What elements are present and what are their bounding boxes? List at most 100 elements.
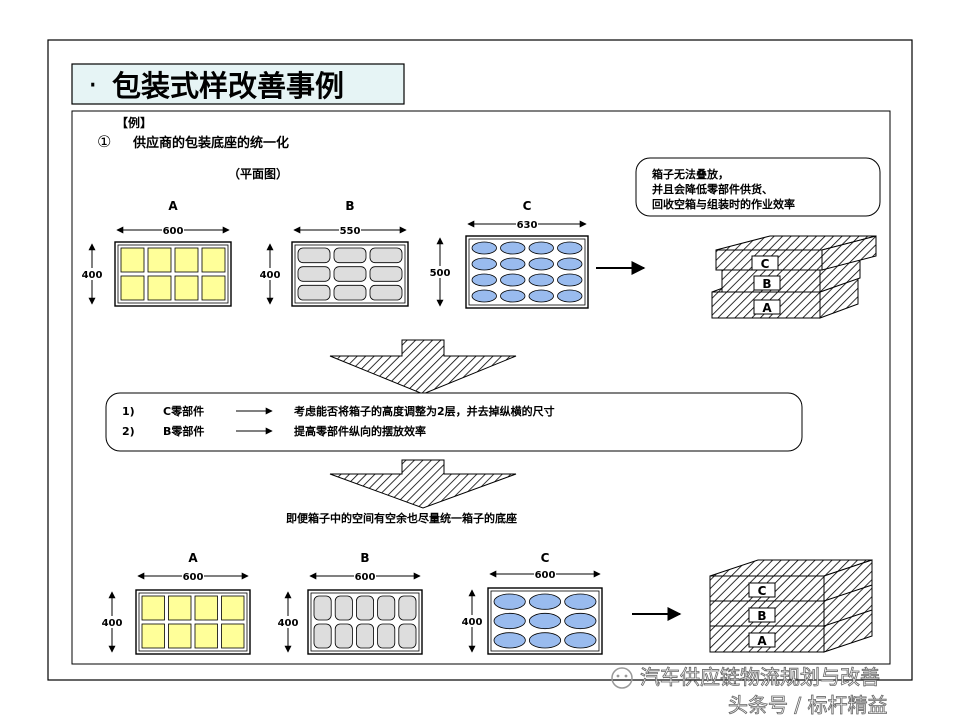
measure-1-num: 1) <box>122 405 135 418</box>
plan-view-label: （平面图） <box>228 166 288 181</box>
bottom-c-part <box>493 612 526 630</box>
bottom-c-part <box>493 593 526 610</box>
top-a-part <box>120 275 145 301</box>
bottom-c-name: C <box>541 551 550 565</box>
watermark-line-2: 头条号 / 标杆精益 <box>728 693 887 717</box>
bottom-b-part <box>334 623 353 649</box>
bottom-a-part <box>221 623 245 649</box>
measure-2-part: B零部件 <box>163 424 204 438</box>
top-c-part <box>557 241 583 255</box>
bottom-a-part <box>168 595 192 621</box>
bottom-a-part <box>141 623 165 649</box>
bottom-a-part <box>168 623 192 649</box>
top-b-part <box>297 284 331 301</box>
content-frame <box>71 110 891 665</box>
stack-bottom: C B A <box>709 559 873 653</box>
bottom-c-part <box>564 593 597 610</box>
note-line-3: 回收空箱与组装时的作业效率 <box>652 197 795 211</box>
bottom-c-width-label: 600 <box>535 570 556 581</box>
stack-top-label-c: C <box>761 257 770 271</box>
bottom-c-part <box>528 632 562 649</box>
bottom-b-part <box>398 623 417 649</box>
bottom-b-part <box>398 595 417 621</box>
measure-2-num: 2) <box>122 425 135 438</box>
top-b-height-label: 400 <box>260 270 281 281</box>
wechat-icon <box>611 667 633 689</box>
top-c-part <box>500 257 526 271</box>
page-title: 包装式样改善事例 <box>112 69 344 103</box>
top-c-width-label: 630 <box>517 220 538 231</box>
stack-bottom-label-c: C <box>758 584 767 598</box>
bottom-c-height-label: 400 <box>462 617 483 628</box>
example-label: 【例】 <box>116 115 152 130</box>
top-b-part <box>297 266 331 282</box>
subtitle-number: ① <box>97 132 111 151</box>
down-arrow-1 <box>329 339 517 395</box>
top-a-height-label: 400 <box>82 270 103 281</box>
measure-2-action: 提高零部件纵向的摆放效率 <box>294 424 426 438</box>
bottom-a-part <box>194 595 218 621</box>
watermark-line-1: 汽车供应链物流规划与改善 <box>640 665 880 689</box>
top-b-part <box>369 247 403 264</box>
top-c-part <box>471 257 497 271</box>
stack-bottom-label-b: B <box>757 609 766 623</box>
measures-bubble <box>105 392 803 452</box>
top-c-part <box>528 289 554 303</box>
top-b-part <box>333 266 367 282</box>
top-b-part <box>333 284 367 301</box>
top-c-part <box>500 273 526 287</box>
bottom-b-box: B 600 400 <box>274 551 423 655</box>
top-c-part <box>471 273 497 287</box>
top-a-part <box>174 275 199 301</box>
top-c-name: C <box>523 199 532 213</box>
top-c-part <box>500 241 526 255</box>
stack-bottom-label-a: A <box>757 634 767 648</box>
top-c-part <box>557 289 583 303</box>
subtitle-text: 供应商的包装底座的统一化 <box>132 135 289 151</box>
conclusion-text: 即便箱子中的空间有空余也尽量统一箱子的底座 <box>286 511 517 525</box>
measure-1-action: 考虑能否将箱子的高度调整为2层，并去掉纵横的尺寸 <box>294 404 555 418</box>
title-bullet: · <box>88 68 98 103</box>
bottom-c-part <box>564 612 597 630</box>
note-line-2: 并且会降低零部件供货、 <box>652 182 773 196</box>
bottom-b-height-label: 400 <box>278 618 299 629</box>
bottom-b-part <box>377 595 396 621</box>
top-a-part <box>147 275 172 301</box>
top-b-part <box>369 266 403 282</box>
bottom-a-height-label: 400 <box>102 618 123 629</box>
top-b-part <box>369 284 403 301</box>
down-arrow-2 <box>329 459 517 509</box>
watermark: 汽车供应链物流规划与改善 头条号 / 标杆精益 <box>611 665 888 717</box>
bottom-c-part <box>564 632 597 649</box>
bottom-a-width-label: 600 <box>183 572 204 583</box>
bottom-b-part <box>313 595 332 621</box>
measure-1-part: C零部件 <box>163 404 204 418</box>
bottom-b-name: B <box>360 551 369 565</box>
stack-top-label-b: B <box>762 277 771 291</box>
top-a-part <box>147 247 172 273</box>
top-a-part <box>201 275 226 301</box>
top-c-part <box>557 273 583 287</box>
bottom-b-part <box>355 595 374 621</box>
top-a-width-label: 600 <box>163 226 184 237</box>
bottom-a-part <box>194 623 218 649</box>
bottom-a-part <box>221 595 245 621</box>
top-b-part <box>333 247 367 264</box>
bottom-b-part <box>355 623 374 649</box>
top-b-width-label: 550 <box>340 226 361 237</box>
bottom-c-part <box>528 612 562 630</box>
stack-top-label-a: A <box>762 301 772 315</box>
bottom-c-part <box>528 593 562 610</box>
stack-top: A B C <box>711 235 877 319</box>
title-banner <box>71 63 405 105</box>
bottom-b-width-label: 600 <box>355 572 376 583</box>
top-c-part <box>528 257 554 271</box>
top-a-part <box>174 247 199 273</box>
top-c-part <box>557 257 583 271</box>
top-b-part <box>297 247 331 264</box>
